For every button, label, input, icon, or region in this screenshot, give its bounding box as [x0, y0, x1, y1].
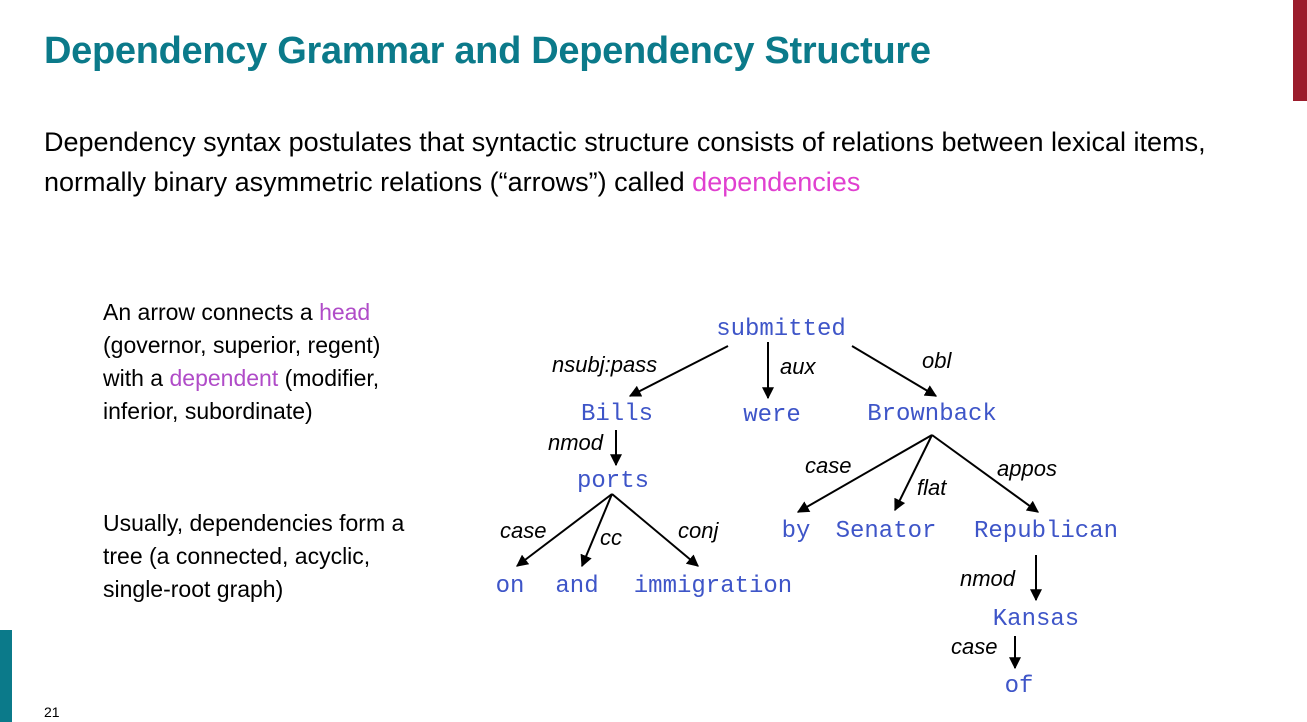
accent-bar-bottom-left	[0, 630, 12, 722]
edge-ports-on	[516, 493, 613, 567]
head-dependent-note: An arrow connects a head (governor, supe…	[103, 296, 423, 428]
word-of: of	[1005, 673, 1034, 700]
head-term: head	[319, 299, 371, 325]
word-brownback: Brownback	[867, 401, 997, 428]
edge-ports-and	[580, 493, 613, 568]
rel-case-ports: case	[500, 518, 546, 543]
edge-brownback-republican	[931, 434, 1039, 513]
rel-nsubj-pass: nsubj:pass	[552, 352, 657, 377]
rel-case-kansas: case	[951, 634, 997, 659]
word-republican: Republican	[974, 518, 1118, 545]
word-and: and	[555, 573, 598, 600]
word-senator: Senator	[836, 518, 937, 545]
word-kansas: Kansas	[993, 606, 1079, 633]
word-immigration: immigration	[634, 573, 792, 600]
intro-paragraph: Dependency syntax postulates that syntac…	[44, 122, 1244, 202]
rel-cc: cc	[600, 525, 622, 550]
rel-nmod-republican: nmod	[960, 566, 1016, 591]
tree-note: Usually, dependencies form a tree (a con…	[103, 510, 405, 602]
rel-obl: obl	[922, 348, 952, 373]
page-number: 21	[44, 704, 60, 720]
edge-submitted-bills	[628, 345, 729, 397]
word-by: by	[782, 518, 811, 545]
edge-brownback-by	[796, 434, 933, 513]
edge-ports-immigration	[611, 493, 699, 567]
edge-brownback-senator	[894, 434, 933, 512]
note-text-3: (modifier, inferior, subordinate)	[103, 365, 380, 424]
word-submitted: submitted	[716, 316, 846, 343]
rel-case-brownback: case	[805, 453, 851, 478]
word-on: on	[496, 573, 525, 600]
word-bills: Bills	[581, 401, 653, 428]
dependencies-term: dependencies	[692, 167, 861, 197]
dependent-term: dependent	[169, 365, 279, 391]
word-ports: ports	[577, 468, 649, 495]
accent-bar-top-right	[1293, 0, 1307, 101]
intro-text: Dependency syntax postulates that syntac…	[44, 127, 1206, 197]
rel-conj: conj	[678, 518, 719, 543]
word-were: were	[743, 402, 801, 429]
rel-nmod-bills: nmod	[548, 430, 604, 455]
rel-appos: appos	[997, 456, 1057, 481]
rel-flat: flat	[917, 475, 947, 500]
note-text-1: An arrow connects a	[103, 299, 320, 325]
edge-submitted-brownback	[851, 345, 938, 397]
rel-aux: aux	[780, 354, 816, 379]
slide-title: Dependency Grammar and Dependency Struct…	[44, 30, 931, 72]
note-text-2: (governor, superior, regent) with a	[103, 332, 381, 391]
